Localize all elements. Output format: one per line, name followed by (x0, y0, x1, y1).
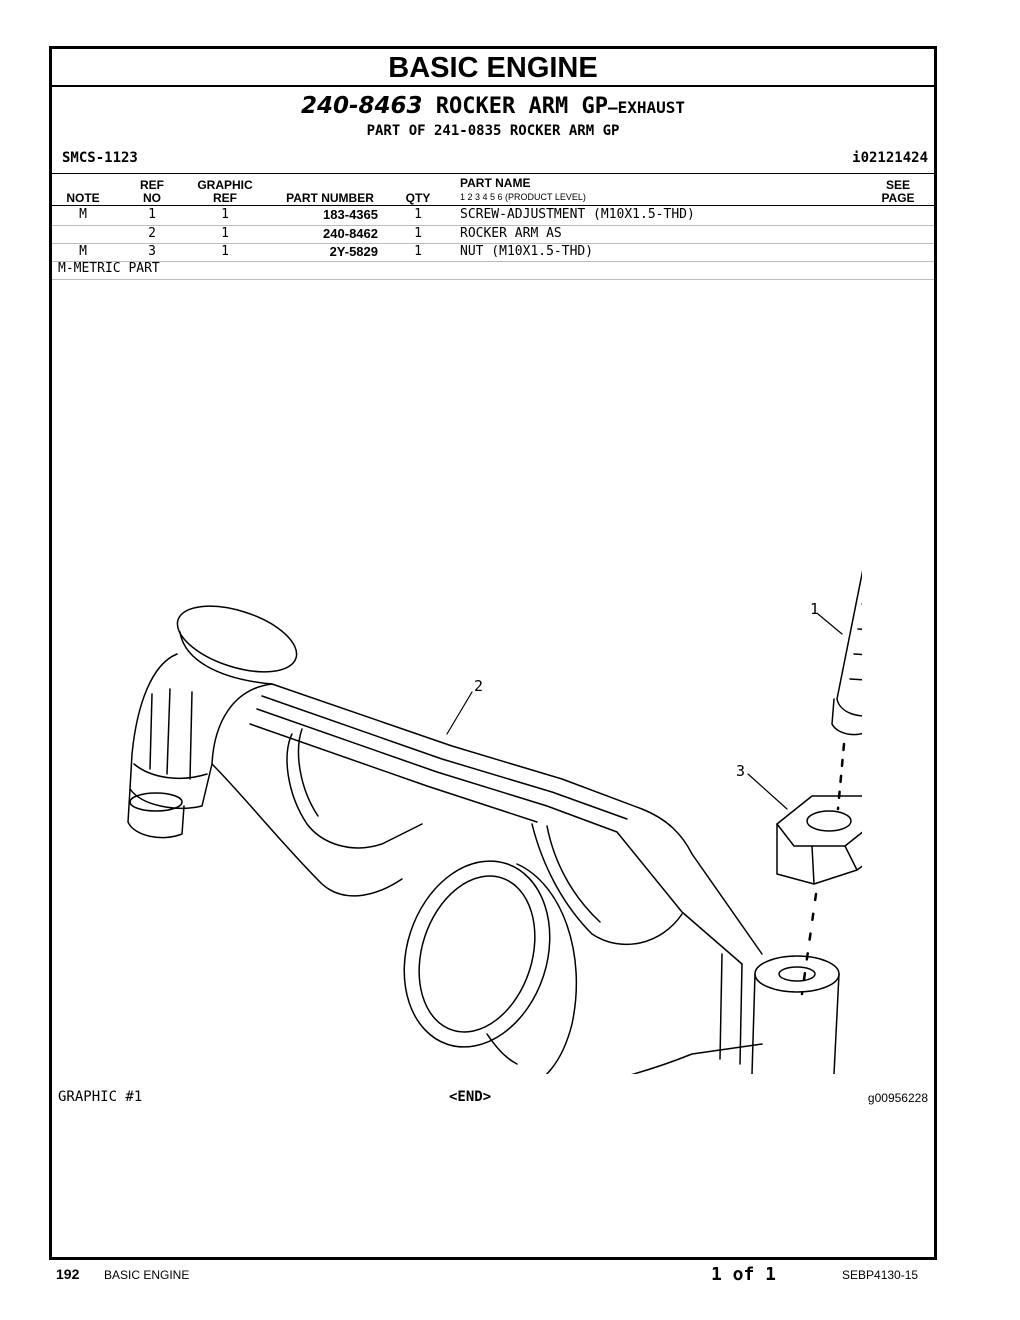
nut-sides (776, 823, 862, 885)
group-name: ROCKER ARM GP (435, 94, 608, 119)
row2-ref-no: 2 (148, 226, 156, 241)
end-marker: <END> (449, 1089, 492, 1105)
row3-note: M (79, 244, 87, 259)
row2-part-number[interactable]: 240-8462 (323, 226, 378, 241)
col-ref-no: REF NO (130, 179, 174, 205)
right-boss-facets (719, 953, 743, 1065)
row1-note: M (79, 207, 87, 222)
col-qty: QTY (405, 191, 431, 205)
row3-part-number[interactable]: 2Y-5829 (329, 244, 378, 259)
left-stub-end (129, 792, 183, 812)
row3-graphic-ref: 1 (221, 244, 229, 259)
beam-web-left (286, 733, 423, 849)
row2-part-name: ROCKER ARM AS (460, 226, 562, 241)
col-graphic-ref-line2: REF (213, 191, 237, 205)
callout-1: 1 (810, 600, 819, 618)
beam-web-right (531, 823, 683, 946)
row1-part-number[interactable]: 183-4365 (323, 207, 378, 222)
part-of-line: PART OF 241-0835 ROCKER ARM GP (366, 123, 620, 139)
row2-qty: 1 (414, 226, 422, 241)
screw-threads (849, 603, 862, 681)
beam-top-edge-4 (249, 723, 538, 823)
callout-2: 2 (474, 677, 483, 695)
product-levels: 1 2 3 4 5 6 (PRODUCT LEVEL) (460, 192, 586, 202)
row-rule (52, 261, 934, 262)
graphic-label: GRAPHIC #1 (58, 1089, 143, 1105)
right-boss-hole (778, 966, 816, 982)
screw-axis (836, 742, 846, 811)
footer-doc-number: SEBP4130-15 (842, 1268, 919, 1282)
info-id: i02121424 (852, 150, 928, 166)
beam-top-edge (271, 683, 763, 955)
beam-top-edge-2 (261, 695, 628, 820)
boss-side (516, 863, 578, 1074)
col-part-number: PART NUMBER (286, 191, 374, 205)
row1-ref-no: 1 (148, 207, 156, 222)
row1-graphic-ref: 1 (221, 207, 229, 222)
row3-ref-no: 3 (148, 244, 156, 259)
center-bore (418, 875, 536, 1033)
bore-notch (486, 1033, 518, 1065)
right-boss-top (754, 955, 840, 993)
row1-qty: 1 (414, 207, 422, 222)
group-suffix: —EXHAUST (607, 98, 686, 117)
beam-lower-left (211, 763, 403, 897)
row-rule (52, 243, 934, 244)
beam-bottom (630, 1043, 763, 1074)
nut-axis (800, 892, 818, 996)
left-end-edge (133, 763, 208, 780)
section-title: BASIC ENGINE (52, 49, 934, 87)
row3-part-name: NUT (M10X1.5-THD) (460, 244, 594, 259)
group-title: 240-8463 ROCKER ARM GP—EXHAUST (52, 93, 934, 121)
adjustment-screw-drawing (831, 570, 862, 811)
header-top-rule (52, 173, 934, 174)
center-boss-outer (403, 860, 551, 1048)
col-see-page: SEE PAGE (868, 179, 928, 205)
screw-tip (831, 698, 862, 736)
row2-graphic-ref: 1 (221, 226, 229, 241)
col-ref-no-line2: NO (143, 191, 161, 205)
beam-web-left-inner (297, 728, 319, 817)
col-note: NOTE (66, 191, 100, 205)
col-ref-no-line1: REF (140, 178, 164, 192)
page-frame: BASIC ENGINE 240-8463 ROCKER ARM GP—EXHA… (49, 46, 937, 1260)
leader-2 (446, 691, 473, 735)
valve-pad (176, 605, 298, 673)
row3-qty: 1 (414, 244, 422, 259)
row-rule (52, 225, 934, 226)
nut-drawing (776, 795, 862, 996)
beam-top-edge-3 (256, 708, 743, 965)
row-rule (52, 279, 934, 280)
col-graphic-ref-line1: GRAPHIC (197, 178, 253, 192)
beam-web-right-inner (546, 825, 601, 923)
row1-part-name: SCREW-ADJUSTMENT (M10X1.5-THD) (460, 207, 695, 222)
note-legend: M-METRIC PART (58, 261, 160, 276)
group-part-number: 240-8463 (300, 93, 423, 119)
leader-3 (747, 773, 788, 810)
leader-1 (817, 613, 843, 635)
callout-3: 3 (736, 762, 745, 780)
left-stub (127, 788, 185, 839)
footer-sheet: 1 of 1 (711, 1264, 777, 1285)
right-boss-body (751, 973, 840, 1074)
pad-edge (179, 631, 273, 685)
col-graphic-ref: GRAPHIC REF (190, 179, 260, 205)
col-see-page-line1: SEE (885, 178, 910, 192)
footer-page-number: 192 (56, 1266, 80, 1282)
col-see-page-line2: PAGE (881, 191, 915, 205)
left-end-facets (149, 688, 193, 780)
screw-body (836, 570, 862, 717)
nut-hole (806, 810, 852, 832)
header-bottom-rule (52, 205, 934, 206)
exploded-view-drawing: 1 2 3 (127, 570, 862, 1074)
nut-top (776, 795, 862, 847)
graphic-id: g00956228 (867, 1091, 928, 1105)
col-part-name: PART NAME (460, 176, 531, 190)
rocker-arm-drawing (127, 605, 840, 1074)
smcs-code: SMCS-1123 (62, 150, 138, 166)
footer-section: BASIC ENGINE (104, 1268, 190, 1282)
left-end (129, 653, 273, 809)
